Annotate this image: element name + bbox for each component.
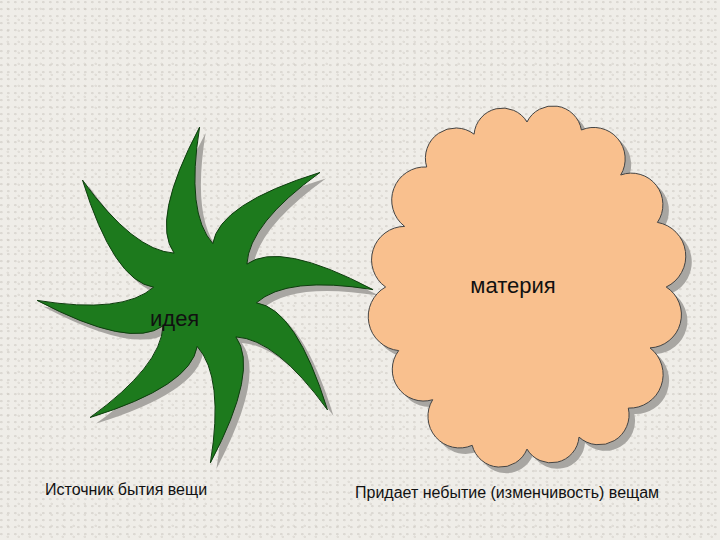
shape-body — [368, 106, 685, 467]
shape-body — [37, 127, 373, 463]
matter-caption: Придает небытие (изменчивость) вещам — [355, 484, 659, 502]
matter-title: материя — [470, 273, 555, 299]
idea-star: идея — [50, 120, 360, 475]
idea-title: идея — [150, 306, 199, 332]
idea-caption: Источник бытия вещи — [45, 481, 207, 499]
matter-cloud: материя — [365, 100, 690, 475]
idea-star-outline — [50, 120, 360, 475]
